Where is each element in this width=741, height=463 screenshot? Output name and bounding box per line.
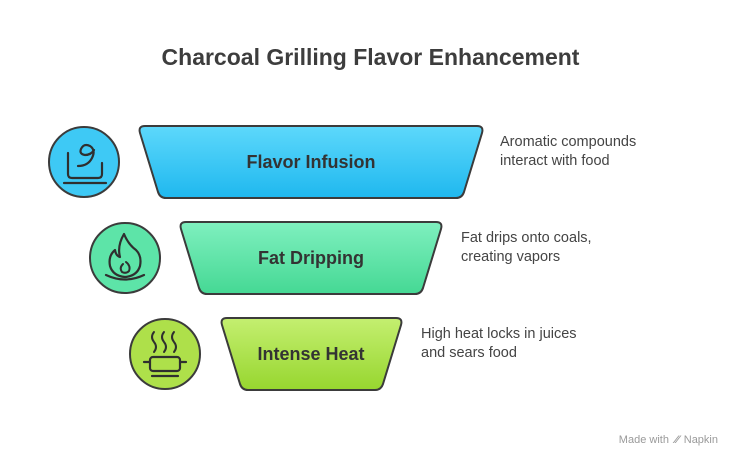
funnel-segment-flavor-infusion (138, 125, 484, 199)
napkin-brand-text: Napkin (683, 434, 718, 446)
smoke-pan-icon (48, 126, 120, 198)
stage-label-flavor-infusion: Flavor Infusion (246, 152, 375, 172)
hot-grill-icon (129, 318, 201, 390)
stage-fat-dripping: Fat Dripping Fat drips onto coals, creat… (89, 221, 596, 295)
stage-intense-heat: Intense Heat High heat locks in juices a… (129, 317, 581, 391)
flame-coals-icon (89, 222, 161, 294)
stage-label-fat-dripping: Fat Dripping (258, 248, 364, 268)
diagram-title: Charcoal Grilling Flavor Enhancement (161, 44, 580, 70)
stage-label-intense-heat: Intense Heat (257, 344, 364, 364)
stage-description-intense-heat: High heat locks in juices and sears food (421, 326, 581, 361)
funnel-segment-intense-heat (220, 317, 403, 391)
napkin-watermark[interactable]: Made with ⁄⁄ Napkin (619, 434, 718, 446)
made-with-text: Made with (618, 434, 669, 446)
stage-description-fat-dripping: Fat drips onto coals, creating vapors (461, 230, 596, 265)
funnel-segment-fat-dripping (179, 221, 443, 295)
stage-flavor-infusion: Flavor Infusion Aromatic compounds inter… (48, 125, 640, 199)
napkin-logo-icon: ⁄⁄ (675, 434, 679, 446)
stage-description-flavor-infusion: Aromatic compounds interact with food (500, 134, 640, 169)
